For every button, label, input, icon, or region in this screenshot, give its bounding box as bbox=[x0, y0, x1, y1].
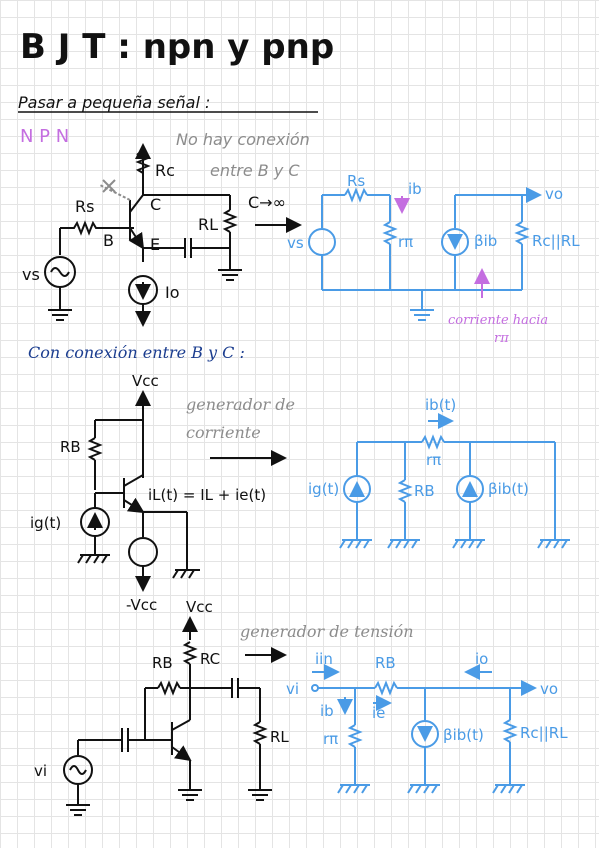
s3-label-vi: vi bbox=[34, 762, 47, 780]
section1-purple-note: corriente hacia rπ bbox=[448, 313, 548, 346]
s2-small-label-rpi: rπ bbox=[426, 451, 441, 469]
rc-resistor bbox=[135, 149, 151, 174]
s3-small-label-io: io bbox=[475, 650, 488, 668]
section1-small-labels: Rs ib vo vs rπ βib Rc||RL bbox=[287, 172, 580, 252]
bjt-collector bbox=[129, 194, 144, 213]
rpi-small-resistor bbox=[382, 221, 398, 245]
s2-small-label-beta-ib: βib(t) bbox=[488, 480, 529, 498]
small-label-rs: Rs bbox=[347, 172, 365, 190]
s3-small-label-rcrl: Rc||RL bbox=[520, 724, 568, 742]
section2-circuit bbox=[77, 390, 287, 592]
label-rs: Rs bbox=[75, 197, 94, 216]
label-rl: RL bbox=[198, 215, 218, 234]
label-b: B bbox=[103, 231, 114, 250]
s2-note-1: generador de bbox=[186, 395, 295, 414]
rcrl-small-resistor bbox=[514, 221, 530, 245]
s2-label-ig: ig(t) bbox=[30, 514, 61, 532]
s2-label-ie-eq: iL(t) = IL + ie(t) bbox=[148, 486, 266, 504]
s3-label-rb: RB bbox=[152, 654, 173, 672]
subtitle: Pasar a pequeña señal : bbox=[18, 93, 210, 112]
rb-resistor-s2 bbox=[87, 437, 103, 461]
rl-resistor bbox=[222, 209, 238, 233]
section1-purple-arrows bbox=[394, 196, 490, 298]
s2-label-vcc: Vcc bbox=[132, 372, 159, 390]
rpi-small-s3 bbox=[347, 724, 363, 748]
rb-resistor-s3 bbox=[157, 680, 181, 696]
bjt-emitter bbox=[128, 227, 145, 250]
label-rc: Rc bbox=[155, 161, 175, 180]
section2-labels: Vcc RB ig(t) iL(t) = IL + ie(t) -Vcc bbox=[30, 372, 266, 614]
page-title: B J T : npn y pnp bbox=[20, 27, 334, 67]
s3-note: generador de tensión bbox=[240, 622, 414, 641]
section2-small-signal bbox=[339, 413, 570, 549]
note-current-to-rpi-1: corriente hacia bbox=[448, 313, 548, 328]
section3-small-signal bbox=[311, 664, 537, 794]
small-label-ib: ib bbox=[408, 180, 422, 198]
npn-label: N P N bbox=[20, 126, 69, 147]
s3-small-label-iin: iin bbox=[315, 650, 333, 668]
small-label-vs: vs bbox=[287, 234, 304, 252]
s2-small-label-ig: ig(t) bbox=[308, 480, 339, 498]
small-label-rpi: rπ bbox=[398, 233, 413, 251]
vi-node bbox=[311, 684, 319, 692]
s3-small-label-ib: ib bbox=[320, 702, 334, 720]
s3-label-vcc: Vcc bbox=[186, 598, 213, 616]
s3-small-label-vi: vi bbox=[286, 680, 299, 698]
label-vs: vs bbox=[22, 265, 40, 284]
rb-small-s2 bbox=[397, 479, 413, 503]
small-label-vo: vo bbox=[545, 185, 563, 203]
s2-note-2: corriente bbox=[186, 423, 261, 442]
s2-small-label-rb: RB bbox=[414, 482, 435, 500]
s2-label-neg-vcc: -Vcc bbox=[126, 596, 157, 614]
note-no-connection-2: entre B y C bbox=[210, 161, 300, 180]
s3-small-label-ie: ie bbox=[372, 704, 385, 722]
section1-circuit bbox=[44, 143, 302, 327]
section2-title: Con conexión entre B y C : bbox=[28, 343, 245, 362]
s3-small-label-vo: vo bbox=[540, 680, 558, 698]
s3-small-label-rpi: rπ bbox=[323, 730, 338, 748]
label-c: C bbox=[150, 195, 161, 214]
note-current-to-rpi-2: rπ bbox=[494, 331, 509, 346]
s3-small-label-rb: RB bbox=[375, 654, 396, 672]
section2-small-labels: ib(t) rπ ig(t) RB βib(t) bbox=[308, 396, 529, 500]
s3-label-rc: RC bbox=[200, 650, 220, 668]
rb-small-s3 bbox=[374, 680, 398, 696]
label-io: Io bbox=[165, 283, 180, 302]
header: B J T : npn y pnp Pasar a pequeña señal … bbox=[18, 27, 334, 180]
section3-small-labels: iin RB io vi vo ib ie rπ βib(t) Rc||RL bbox=[286, 650, 568, 748]
section1-labels: Rc C Rs B E RL vs Io C→∞ bbox=[22, 161, 286, 302]
label-c-infinity: C→∞ bbox=[248, 193, 286, 212]
section2-note: generador de corriente bbox=[186, 395, 295, 442]
s2-label-rb: RB bbox=[60, 438, 81, 456]
s2-small-label-ib: ib(t) bbox=[425, 396, 456, 414]
rl-resistor-s3 bbox=[252, 721, 268, 745]
s3-small-label-beta-ib: βib(t) bbox=[443, 726, 484, 744]
rcrl-small-s3 bbox=[502, 719, 518, 743]
section3-circuit bbox=[63, 616, 287, 816]
s3-label-rl: RL bbox=[270, 728, 289, 746]
small-label-beta-ib: βib bbox=[474, 232, 497, 250]
bc-connection-crossed bbox=[99, 184, 131, 201]
section3-labels: Vcc RB RC RL vi bbox=[34, 598, 289, 780]
rs-small-resistor bbox=[344, 187, 368, 203]
label-e: E bbox=[150, 235, 160, 254]
rc-resistor-s3 bbox=[182, 641, 198, 665]
small-label-rcrl: Rc||RL bbox=[532, 232, 580, 250]
emitter-current-source bbox=[128, 537, 158, 567]
rs-resistor bbox=[60, 220, 134, 236]
note-no-connection-1: No hay conexión bbox=[176, 130, 310, 149]
vs-small-source bbox=[308, 228, 336, 256]
rpi-small-s2 bbox=[421, 434, 445, 450]
section1-small-signal bbox=[308, 187, 542, 321]
